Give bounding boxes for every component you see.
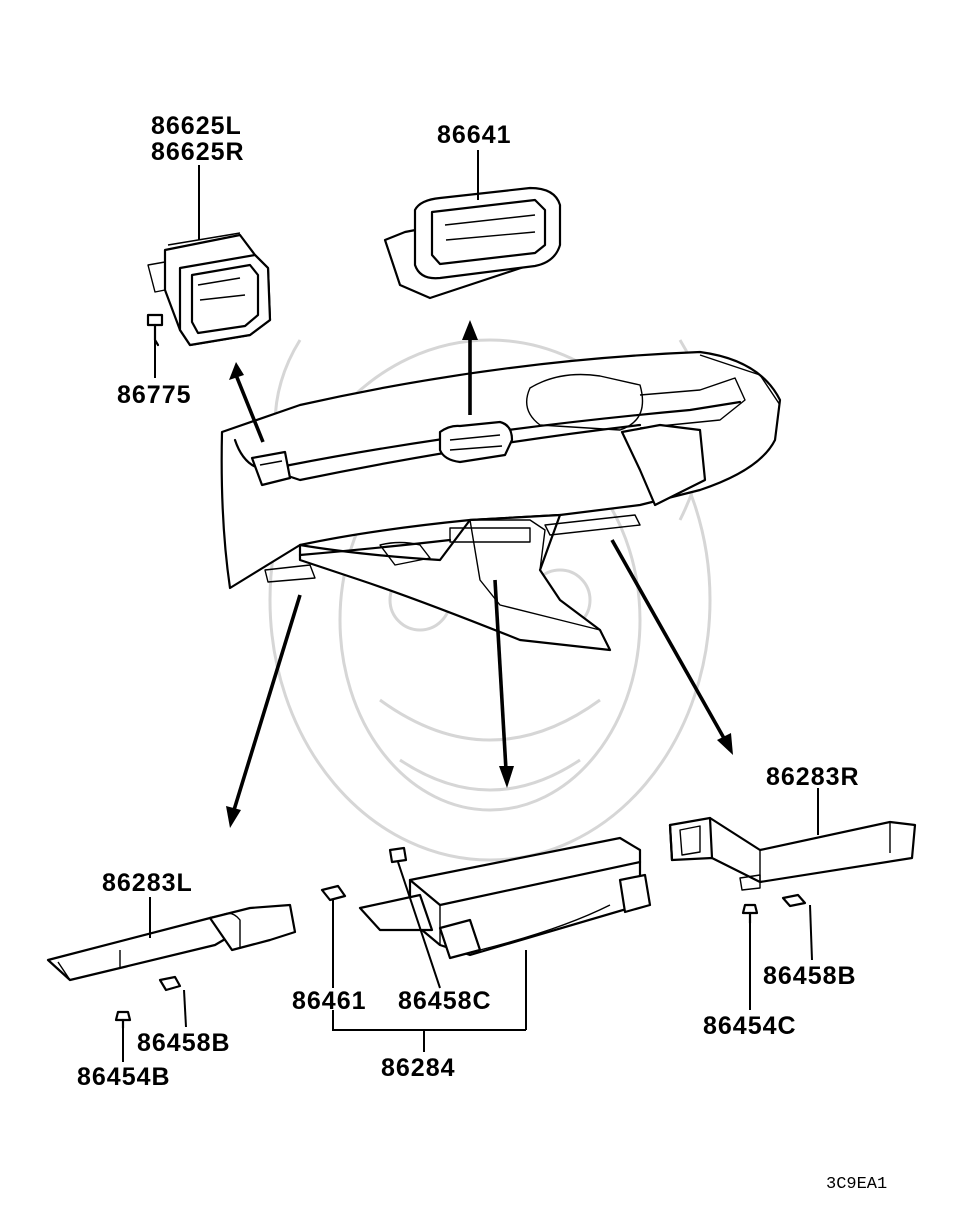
- center-duct-part: [358, 836, 652, 960]
- instrument-panel: [220, 350, 782, 652]
- arrow-to-center-duct: [493, 579, 514, 788]
- label-86775: 86775: [117, 381, 192, 409]
- label-86283r: 86283R: [766, 763, 860, 791]
- label-86458c: 86458C: [398, 987, 492, 1015]
- label-86454b: 86454B: [77, 1063, 171, 1091]
- left-screw-part: [114, 1010, 132, 1030]
- label-86283l: 86283L: [102, 869, 193, 897]
- arrow-to-left-duct: [226, 594, 302, 828]
- left-clip-part: [158, 975, 182, 992]
- center-clip-86458c-part: [388, 846, 408, 864]
- center-clip-86461-part: [320, 884, 347, 902]
- label-86625r: 86625R: [151, 138, 245, 166]
- center-vent-part: [383, 186, 562, 300]
- label-86461: 86461: [292, 987, 367, 1015]
- label-86625l: 86625L: [151, 112, 242, 140]
- label-86641: 86641: [437, 121, 512, 149]
- leader-lines: [122, 150, 819, 1062]
- label-86454c: 86454C: [703, 1012, 797, 1040]
- side-vent-part: [147, 232, 272, 347]
- label-86284: 86284: [381, 1054, 456, 1082]
- left-duct-part: [46, 903, 297, 982]
- right-clip-part: [781, 893, 807, 908]
- arrow-to-center-vent: [462, 320, 478, 415]
- right-screw-part: [741, 903, 759, 925]
- arrow-to-side-vent: [229, 362, 265, 443]
- label-86458b-right: 86458B: [763, 962, 857, 990]
- figure-code: 3C9EA1: [826, 1175, 888, 1194]
- right-duct-part: [668, 816, 917, 891]
- arrow-to-right-duct: [610, 539, 733, 755]
- label-86458b-left: 86458B: [137, 1029, 231, 1057]
